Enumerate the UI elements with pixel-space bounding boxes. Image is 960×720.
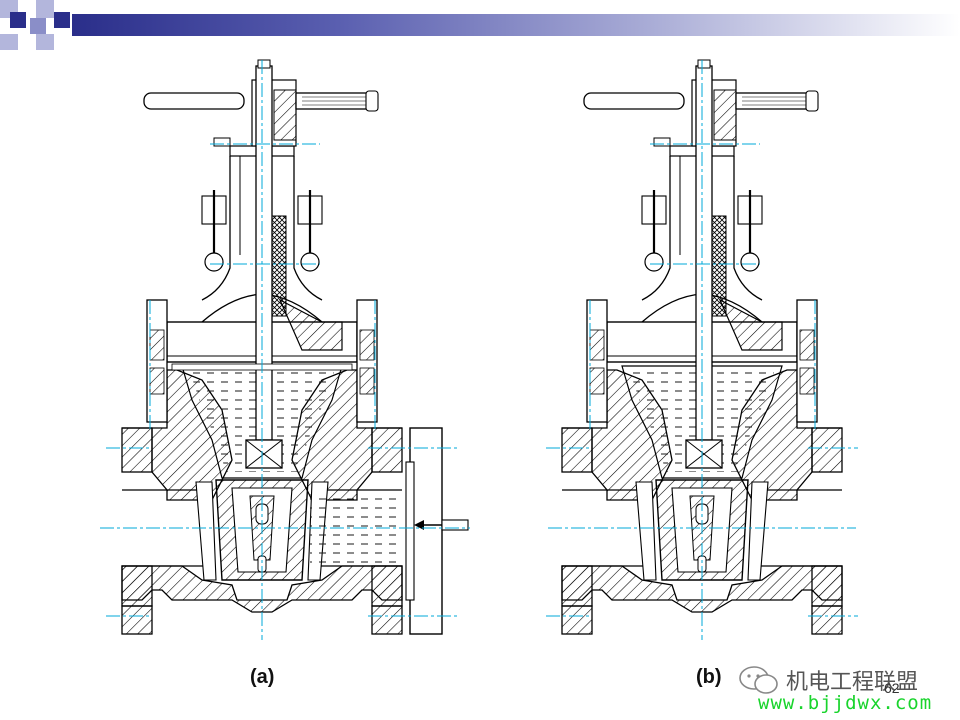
- header-square: [30, 18, 46, 34]
- header-band: [0, 0, 960, 52]
- centerlines: [100, 60, 858, 640]
- gate-valve-diagram: [100, 58, 858, 640]
- header-square: [10, 12, 26, 28]
- header-square: [36, 34, 54, 50]
- header-square: [54, 12, 70, 28]
- pressure-arrow: [414, 520, 442, 530]
- header-square: [0, 34, 18, 50]
- panel-b-label: (b): [696, 666, 722, 688]
- watermark-url: www.bjjdwx.com: [758, 692, 933, 714]
- header-gradient-bar: [72, 14, 960, 36]
- header-square: [36, 0, 54, 18]
- page-number: 62: [884, 680, 900, 696]
- watermark-name: 机电工程联盟: [786, 670, 919, 695]
- wechat-icon: [739, 666, 778, 694]
- panel-a-label: (a): [250, 666, 275, 688]
- end-flange: [405, 427, 469, 635]
